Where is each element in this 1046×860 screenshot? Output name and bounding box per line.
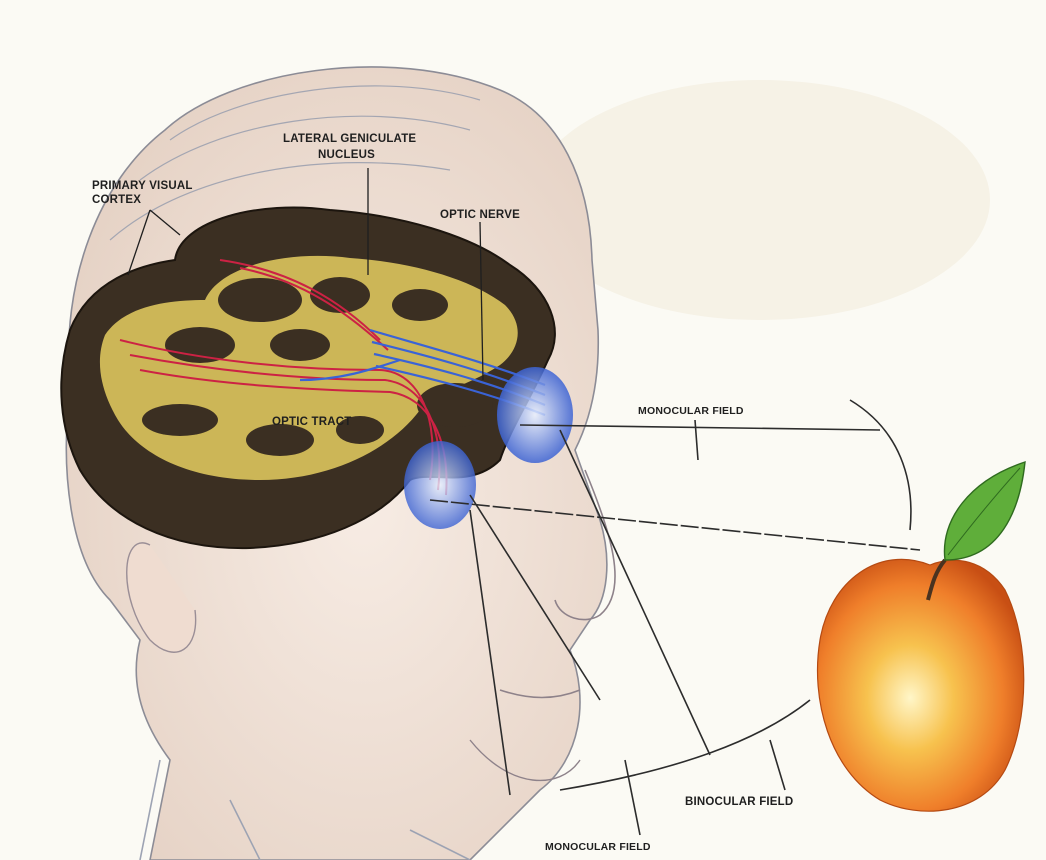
eye-right <box>497 367 573 463</box>
label-optic-tract: OPTIC TRACT <box>272 416 352 428</box>
label-monocular-field-bottom: MONOCULAR FIELD <box>545 841 651 853</box>
label-lgn-line2: NUCLEUS <box>318 149 375 161</box>
background-wash <box>530 80 990 320</box>
label-optic-nerve: OPTIC NERVE <box>440 209 520 221</box>
eye-left <box>404 441 476 529</box>
label-primary-visual-cortex-line2: CORTEX <box>92 194 141 206</box>
label-primary-visual-cortex-line1: PRIMARY VISUAL <box>92 180 193 192</box>
label-binocular-field: BINOCULAR FIELD <box>685 796 793 808</box>
label-lgn-line1: LATERAL GENICULATE <box>283 133 416 145</box>
label-monocular-field-top: MONOCULAR FIELD <box>638 405 744 417</box>
